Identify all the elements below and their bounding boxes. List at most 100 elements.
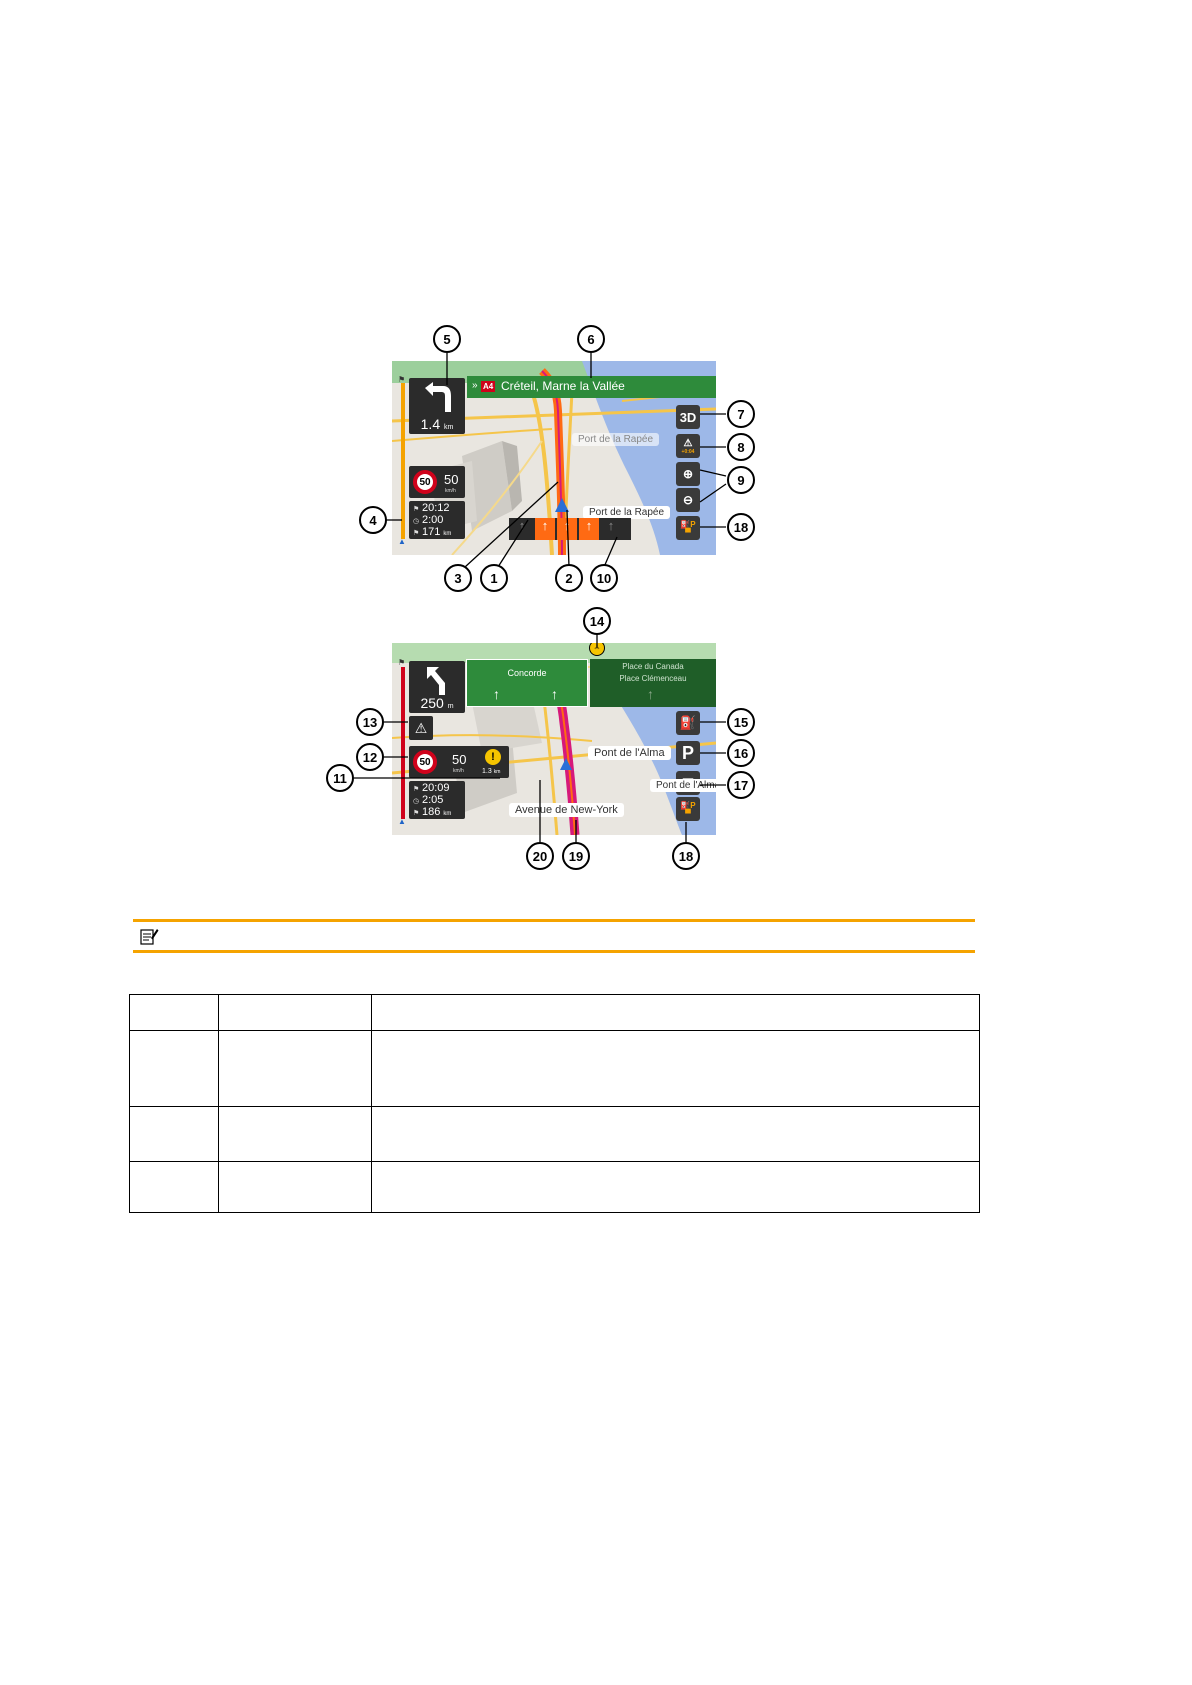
table-cell	[371, 1106, 980, 1162]
motorway-services-icon: ⛽	[679, 715, 697, 730]
callout-7: 7	[727, 400, 755, 428]
route-progress-bar	[401, 667, 405, 819]
current-street-label: Port de la Rapée	[583, 506, 671, 519]
motorway-services-button[interactable]: ⛽P ▀	[676, 516, 700, 540]
table-cell	[218, 994, 372, 1031]
view-mode-button[interactable]: 3D	[676, 405, 700, 429]
trip-remaining-time: 2:05	[422, 794, 444, 806]
trip-remaining-distance: 171	[422, 526, 441, 538]
road-number-badge: A4	[481, 381, 496, 392]
zoom-out-button[interactable]: ⊖	[676, 488, 700, 512]
callout-1: 1	[480, 564, 508, 592]
maneuver-distance: 1.4	[420, 416, 441, 432]
motorway-services-button-2[interactable]: ⛽P ▀	[676, 797, 700, 821]
signpost-left-text: Concorde	[507, 668, 547, 678]
callout-5: 5	[433, 325, 461, 353]
flag-icon: ⚑	[413, 786, 420, 793]
poi-street-label: Pont de l'Alma	[588, 746, 671, 760]
note-icon	[140, 929, 159, 945]
callout-17: 17	[727, 771, 755, 799]
road-warning-icon: ⚠	[683, 437, 693, 449]
callout-20: 20	[526, 842, 554, 870]
zoom-out-icon: ⊖	[682, 493, 694, 507]
motorway-services-icon: ⛽P	[680, 800, 696, 810]
signpost-text: Créteil, Marne la Vallée	[501, 379, 625, 393]
maneuver-unit: m	[447, 703, 454, 710]
parking-icon: P	[681, 742, 694, 763]
callout-19: 19	[562, 842, 590, 870]
callout-14: 14	[583, 607, 611, 635]
warning-icon: !	[485, 749, 501, 765]
speed-limit-sign-icon: 50	[413, 750, 437, 774]
current-street-label: Avenue de New-York	[509, 803, 624, 817]
callout-16: 16	[727, 739, 755, 767]
signpost-right: Place du Canada Place Clémenceau ↑	[590, 659, 716, 707]
signpost-right-line2: Place Clémenceau	[619, 674, 687, 683]
reference-table	[129, 994, 980, 1213]
signpost-bar: » A4 Créteil, Marne la Vallée	[467, 376, 716, 398]
road-warning-panel: ⚠	[409, 716, 433, 740]
table-row	[129, 1106, 980, 1162]
car-position-icon: ▲	[398, 537, 406, 546]
table-row	[129, 994, 980, 1031]
maneuver-unit: km	[444, 424, 454, 431]
map-screenshot-guidance: ⚑ ▲ 250 m Concorde ↑ ↑ Place du Canada P…	[392, 643, 716, 835]
street-label-partial: Pont de l'Alma	[650, 779, 716, 792]
signpost-right-line1: Place du Canada	[622, 662, 684, 671]
callout-2: 2	[555, 564, 583, 592]
clock-icon: ◷	[413, 798, 420, 805]
table-cell	[371, 1030, 980, 1107]
speed-panel: 50 50 km/h ! 1.3 km	[409, 746, 509, 778]
distance-icon: ⚑	[413, 810, 420, 817]
route-progress-bar	[401, 383, 405, 539]
callout-3: 3	[444, 564, 472, 592]
map2-callout-lines	[354, 634, 726, 842]
next-maneuver-panel[interactable]: 1.4 km	[409, 378, 465, 434]
flag-icon: ⚑	[413, 506, 420, 513]
table-row	[129, 1030, 980, 1107]
trip-remaining-time: 2:00	[422, 514, 444, 526]
turn-left-arrow-icon	[427, 667, 445, 695]
distance-icon: ⚑	[413, 530, 420, 537]
callout-8: 8	[727, 433, 755, 461]
next-maneuver-panel[interactable]: 250 m	[409, 661, 465, 713]
table-row	[129, 1161, 980, 1213]
car-position-icon: ▲	[398, 817, 406, 826]
current-speed: 50	[444, 472, 459, 487]
map-screenshot-cruise: ⚑ ▲ 1.4 km » A4 Créteil, Marne la Vallée…	[392, 361, 716, 555]
speed-limit-sign-icon: 50	[413, 470, 437, 494]
clock-icon: ◷	[413, 518, 420, 525]
flag-icon: ⚑	[398, 375, 406, 384]
callout-18: 18	[727, 513, 755, 541]
motorway-services-button[interactable]: ⛽	[676, 711, 700, 735]
trip-data-panel[interactable]: ⚑20:12 ◷2:00 ⚑171 km	[409, 501, 465, 539]
table-cell	[218, 1161, 372, 1213]
table-cell	[129, 994, 219, 1031]
callout-10: 10	[590, 564, 618, 592]
table-cell	[218, 1030, 372, 1107]
turn-left-arrow-icon	[425, 382, 451, 412]
traffic-delay: +0:04	[681, 448, 695, 455]
zoom-in-button[interactable]: ⊕	[676, 462, 700, 486]
motorway-services-icon: ⛽P	[680, 519, 696, 529]
traffic-button[interactable]: ⚠ +0:04	[676, 434, 700, 458]
table-cell	[129, 1106, 219, 1162]
table-cell	[129, 1161, 219, 1213]
callout-11: 11	[326, 764, 354, 792]
signpost-left: Concorde ↑ ↑	[466, 659, 588, 707]
callout-13: 13	[356, 708, 384, 736]
map1-callout-lines	[386, 353, 727, 568]
current-speed: 50	[452, 752, 467, 767]
callout-18: 18	[672, 842, 700, 870]
callout-9: 9	[727, 466, 755, 494]
table-cell	[218, 1106, 372, 1162]
maneuver-distance: 250	[420, 695, 444, 711]
speed-unit: km/h	[445, 488, 456, 494]
table-cell	[371, 1161, 980, 1213]
car-position-icon	[555, 498, 569, 512]
parking-button[interactable]: P	[676, 741, 700, 765]
road-warning-icon: ⚠	[414, 719, 428, 736]
trip-arrival: 20:12	[422, 502, 450, 514]
trip-data-panel[interactable]: ⚑20:09 ◷2:05 ⚑186 km	[409, 781, 465, 819]
zoom-in-icon: ⊕	[682, 467, 694, 481]
